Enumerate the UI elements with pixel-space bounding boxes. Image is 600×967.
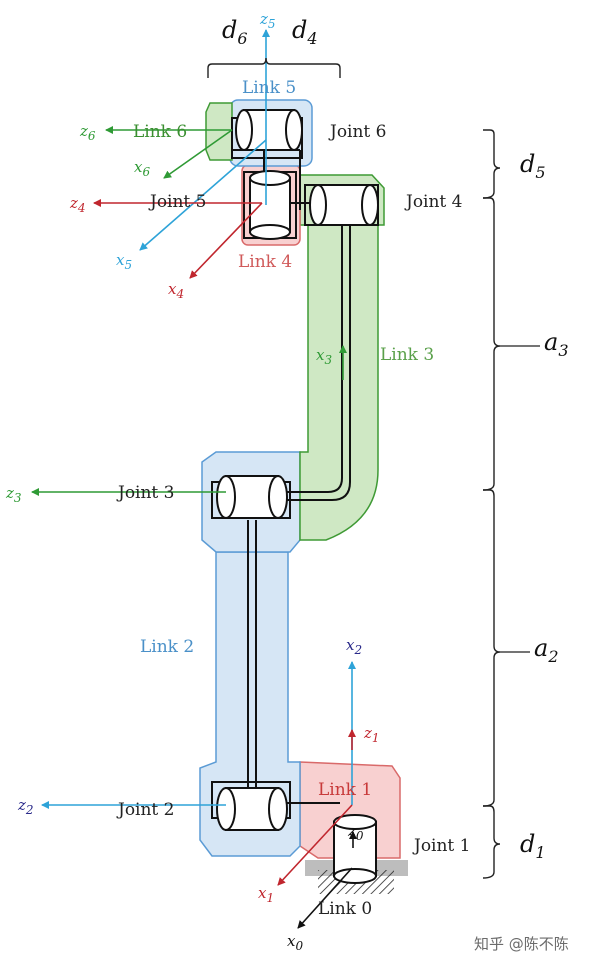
x5-label: x5 (116, 251, 132, 272)
axis-arrows (31, 29, 357, 929)
axis-labels: z5 z6 x6 z4 x5 x4 x3 z3 x2 z1 z2 z0 x1 x… (5, 10, 380, 953)
x0-arrow (297, 867, 353, 929)
dimension-labels: d6 d4 d5 a3 a2 d1 (222, 16, 569, 862)
x0-label: x0 (287, 932, 303, 953)
a3-label: a3 (544, 328, 569, 360)
joint3-label: Joint 3 (116, 483, 175, 503)
x1-label: x1 (258, 884, 274, 905)
x2-label: x2 (346, 636, 362, 657)
x1-arrow (277, 804, 353, 886)
d6-label: d6 (222, 16, 248, 48)
x6-arrow (163, 129, 233, 179)
d1-label: d1 (520, 830, 546, 862)
joint-labels: Joint 6 Joint 5 Joint 4 Joint 3 Joint 2 … (116, 122, 471, 856)
z4-label: z4 (69, 194, 86, 215)
link2-body (199, 551, 301, 857)
link4-label: Link 4 (238, 252, 292, 272)
d5-label: d5 (520, 150, 546, 182)
link2-label: Link 2 (140, 637, 194, 657)
link5-label: Link 5 (242, 78, 296, 98)
dimension-ticks (500, 345, 540, 653)
watermark: 知乎 @陈不陈 (474, 935, 569, 953)
link0-label: Link 0 (318, 899, 372, 919)
joint1-label: Joint 1 (412, 836, 471, 856)
link1-label: Link 1 (318, 780, 372, 800)
link6-label: Link 6 (133, 122, 187, 142)
link6-flange (205, 102, 233, 161)
link-labels: Link 5 Link 6 Link 4 Link 3 Link 2 Link … (133, 78, 434, 919)
d4-label: d4 (292, 16, 318, 48)
z2-label: z2 (17, 796, 34, 817)
z0-label: z0 (347, 822, 364, 843)
x6-label: x6 (134, 158, 150, 179)
joint5-label: Joint 5 (148, 192, 207, 212)
joint6-label: Joint 6 (328, 122, 387, 142)
a2-label: a2 (534, 634, 559, 666)
z6-label: z6 (79, 122, 96, 143)
z1-label: z1 (363, 724, 380, 745)
x5-arrow (139, 139, 267, 251)
z3-label: z3 (5, 484, 22, 505)
x3-label: x3 (316, 346, 332, 367)
x4-label: x4 (168, 280, 184, 301)
joint2-label: Joint 2 (116, 800, 175, 820)
z5-label: z5 (259, 10, 276, 31)
link3-label: Link 3 (380, 345, 434, 365)
dimension-braces (207, 57, 501, 879)
x4-arrow (189, 202, 263, 279)
joint4-label: Joint 4 (404, 192, 463, 212)
